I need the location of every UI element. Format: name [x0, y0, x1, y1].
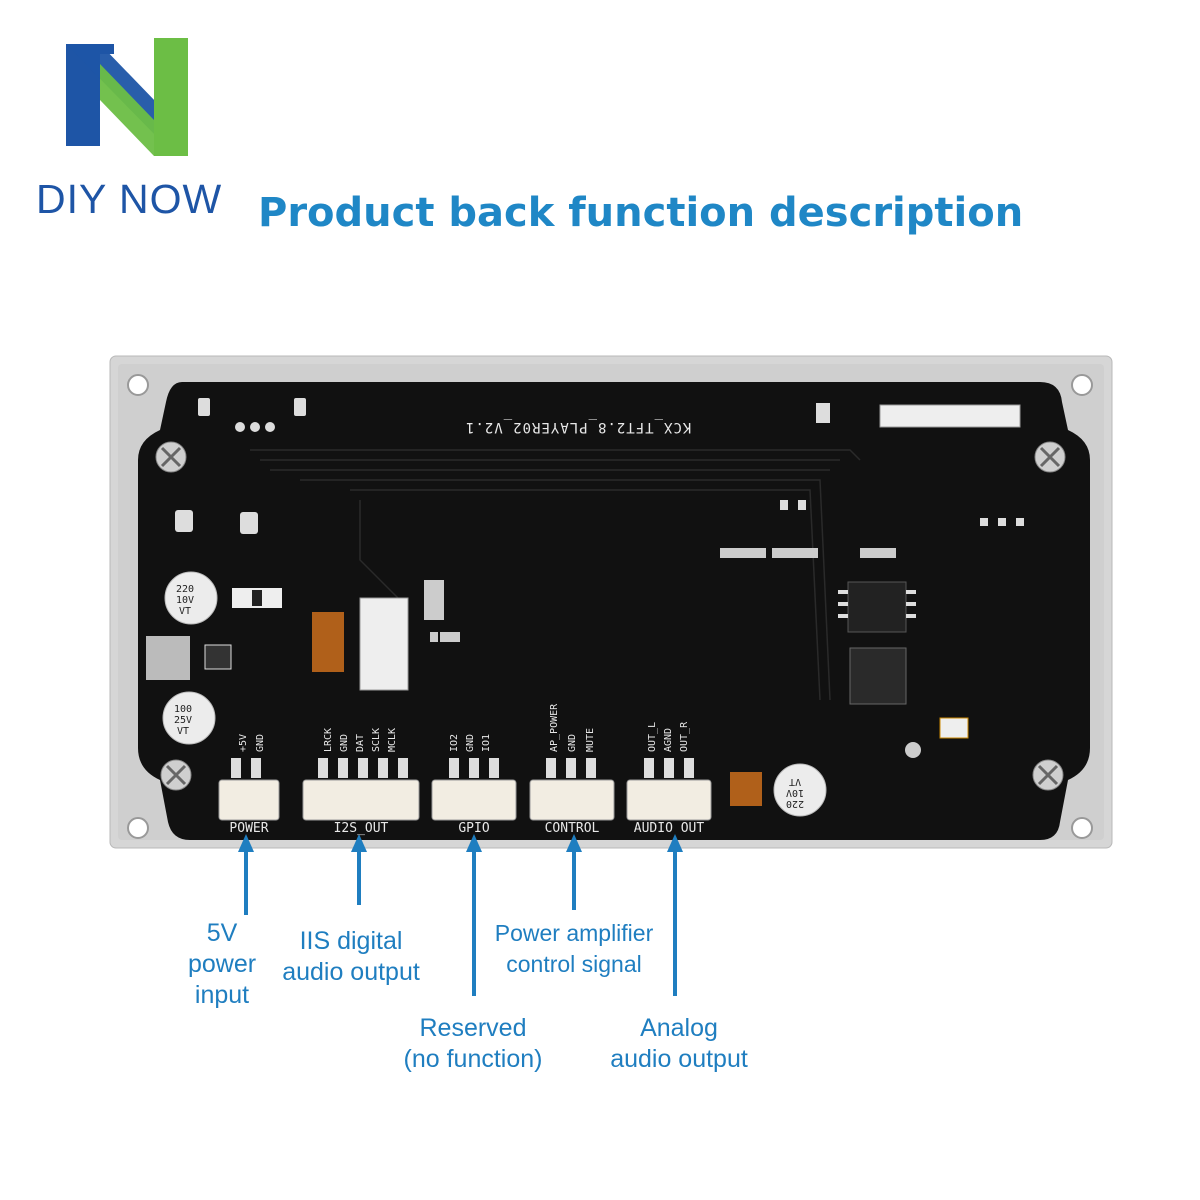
capacitor: [164, 571, 218, 625]
caption-line: Analog: [640, 1014, 718, 1042]
connector-housing-power: [218, 758, 280, 821]
smd-inductor: [730, 772, 762, 806]
connector-label-control: CONTROL: [544, 821, 600, 836]
arrowhead: [238, 834, 254, 852]
connector-label-i2s: I2S_OUT: [333, 821, 389, 836]
fpc-connector: [359, 597, 409, 691]
logo-right-bar: [154, 38, 188, 156]
caption-i2s: IIS digital audio output: [266, 926, 436, 988]
pin-label: GND: [567, 733, 578, 752]
caption-line: control signal: [506, 951, 642, 977]
caption-line: IIS digital: [299, 927, 403, 955]
connector-housing-gpio: [431, 758, 517, 821]
pin-label: IO2: [449, 733, 460, 752]
pointer-arrows: [238, 834, 683, 996]
screw: [1032, 759, 1064, 791]
pin-label: OUT_L: [647, 721, 658, 752]
pin-label: MCLK: [387, 727, 398, 752]
screw: [155, 441, 187, 473]
arrowhead: [351, 834, 367, 852]
mount-hole: [1071, 374, 1093, 396]
screw: [160, 759, 192, 791]
caption-gpio: Reserved (no function): [388, 1013, 558, 1075]
pcb-traces: [250, 449, 861, 701]
caption-line: Power amplifier: [494, 920, 654, 946]
caption-line: power: [187, 950, 257, 978]
connector-label-gpio: GPIO: [458, 821, 490, 836]
pin-label: GND: [255, 733, 266, 752]
pin-label: DAT: [355, 733, 366, 752]
arrowhead: [566, 834, 582, 852]
amplifier-ic: [847, 581, 907, 633]
caption-power: 5V power input: [172, 918, 272, 1011]
connector-housing-i2s: [302, 758, 420, 821]
smd-resistor: [816, 403, 830, 423]
caption-line: input: [194, 981, 250, 1009]
arrowhead: [667, 834, 683, 852]
capacitor-marking: 100 25V VT: [174, 704, 193, 737]
pin-label: IO1: [481, 733, 492, 752]
caption-line: (no function): [403, 1045, 543, 1073]
page-title: Product back function description: [258, 190, 1024, 236]
screw: [1034, 441, 1066, 473]
pin-label: GND: [339, 733, 350, 752]
pin-label: AGND: [663, 727, 674, 752]
caption-line: 5V: [206, 919, 238, 947]
logo-notch: [100, 44, 114, 54]
mount-hole: [1071, 817, 1093, 839]
caption-line: Reserved: [419, 1014, 527, 1042]
pin-label: MUTE: [585, 727, 596, 752]
mount-hole: [127, 817, 149, 839]
ic-pins: [838, 590, 916, 618]
caption-line: audio output: [610, 1045, 748, 1073]
flex-cable: [312, 612, 344, 672]
decoder-ic: [849, 647, 907, 705]
lcd-fpc-connector: [879, 404, 1021, 428]
board-model-silkscreen: KCX_TFT2.8_PLAYER02_V2.1: [465, 419, 692, 435]
capacitor-marking: 220 10V VT: [176, 584, 195, 617]
pin-label: OUT_R: [679, 721, 690, 752]
connector-label-power: POWER: [229, 821, 269, 836]
pcb: [138, 382, 1090, 840]
connector-label-audio: AUDIO OUT: [633, 821, 705, 836]
pin-label: LRCK: [323, 727, 334, 752]
capacitor-marking: 220 10V VT: [786, 776, 805, 809]
caption-line: audio output: [282, 958, 420, 986]
antenna-pad: [905, 742, 921, 758]
pin-label: GND: [465, 733, 476, 752]
capacitor: [773, 763, 827, 817]
arrowhead: [466, 834, 482, 852]
capacitor: [162, 691, 216, 745]
connector-housing-audio: [626, 758, 712, 821]
brand-name: DIY NOW: [36, 176, 223, 222]
smd-parts: [146, 398, 1024, 680]
pin-label: +5V: [238, 733, 249, 752]
caption-audio: Analog audio output: [590, 1013, 768, 1075]
pin-label: SCLK: [371, 727, 382, 752]
connector-housing-control: [529, 758, 615, 821]
caption-control: Power amplifier control signal: [478, 918, 670, 980]
logo-diagonal-green: [100, 64, 154, 156]
smd-array: [424, 548, 896, 642]
mount-hole: [127, 374, 149, 396]
pin-label: AP_POWER: [549, 703, 560, 752]
crystal: [939, 717, 969, 739]
diy-now-logo: [66, 38, 188, 156]
